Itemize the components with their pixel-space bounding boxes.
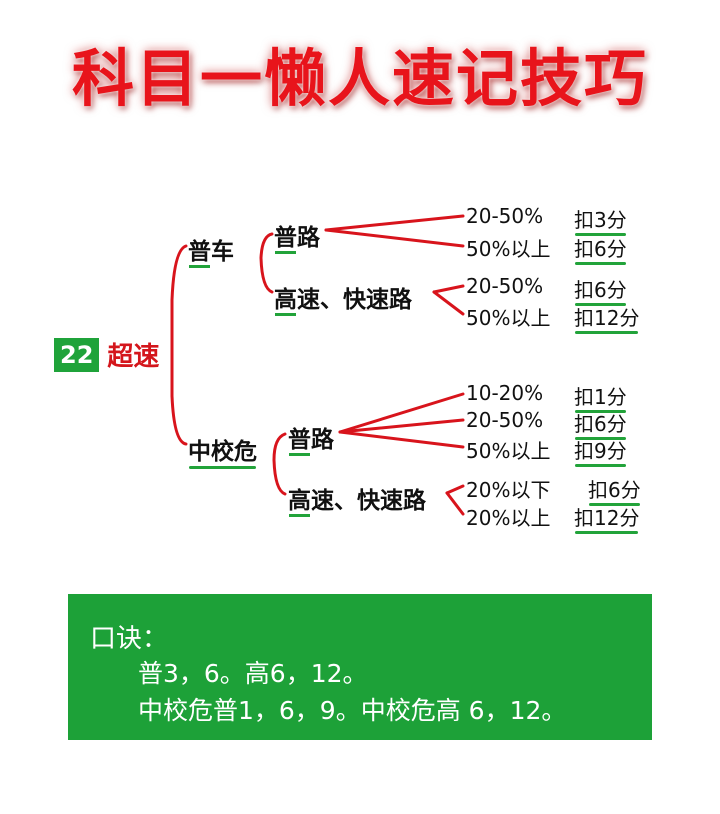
connector-pc-gs-2 [432, 290, 465, 316]
road-highway-1: 高速、快速路 [274, 280, 412, 316]
road-highway-2: 高速、快速路 [288, 481, 426, 517]
connector-zx-pl-1 [338, 392, 465, 434]
penalty-label: 扣6分 [588, 474, 641, 506]
penalty-label: 扣3分 [574, 204, 627, 236]
branch-medium-school-hazard: 中校危 [188, 432, 257, 469]
root-node: 22 超速 [54, 336, 159, 373]
connector-pc-pl-2 [324, 228, 465, 248]
penalty-label: 扣6分 [574, 233, 627, 265]
mnemonic-line-1: 普3，6。高6，12。 [138, 659, 368, 688]
connector-root-branches [170, 244, 188, 446]
penalty-label: 扣12分 [574, 502, 639, 534]
penalty-label: 扣6分 [574, 408, 627, 440]
connector-zx-pl-2 [338, 418, 465, 434]
connector-zx-gs-1 [445, 484, 465, 495]
road-normal-1: 普路 [274, 218, 320, 254]
range-label: 20-50% [466, 408, 544, 432]
page-title: 科目一懒人速记技巧 [71, 42, 648, 115]
penalty-label: 扣1分 [574, 381, 627, 413]
range-label: 20%以下 [466, 478, 551, 502]
road-normal-2: 普路 [288, 420, 334, 456]
connector-zx-gs-2 [445, 491, 465, 516]
mnemonic-line-2: 中校危普1，6，9。中校危高 6，12。 [138, 696, 567, 725]
range-label: 50%以上 [466, 306, 551, 330]
range-label: 20-50% [466, 274, 544, 298]
branch-normal-vehicle: 普车 [188, 232, 234, 268]
connector-pc-pl-1 [324, 214, 465, 232]
root-badge: 22 [54, 337, 100, 372]
range-label: 10-20% [466, 381, 544, 405]
penalty-label: 扣6分 [574, 274, 627, 306]
penalty-label: 扣9分 [574, 435, 627, 467]
connector-pc-gs-1 [432, 284, 465, 294]
root-label: 超速 [107, 342, 160, 372]
mnemonic-title: 口诀： [90, 624, 169, 654]
range-label: 50%以上 [466, 439, 551, 463]
range-label: 50%以上 [466, 237, 551, 261]
range-label: 20-50% [466, 204, 544, 228]
connector-zxw-roads [272, 432, 287, 496]
range-label: 20%以上 [466, 506, 551, 530]
connector-pc-roads [259, 232, 274, 294]
mnemonic-box: 口诀： 普3，6。高6，12。 中校危普1，6，9。中校危高 6，12。 [68, 594, 652, 740]
penalty-label: 扣12分 [574, 302, 639, 334]
connector-zx-pl-3 [338, 430, 465, 449]
